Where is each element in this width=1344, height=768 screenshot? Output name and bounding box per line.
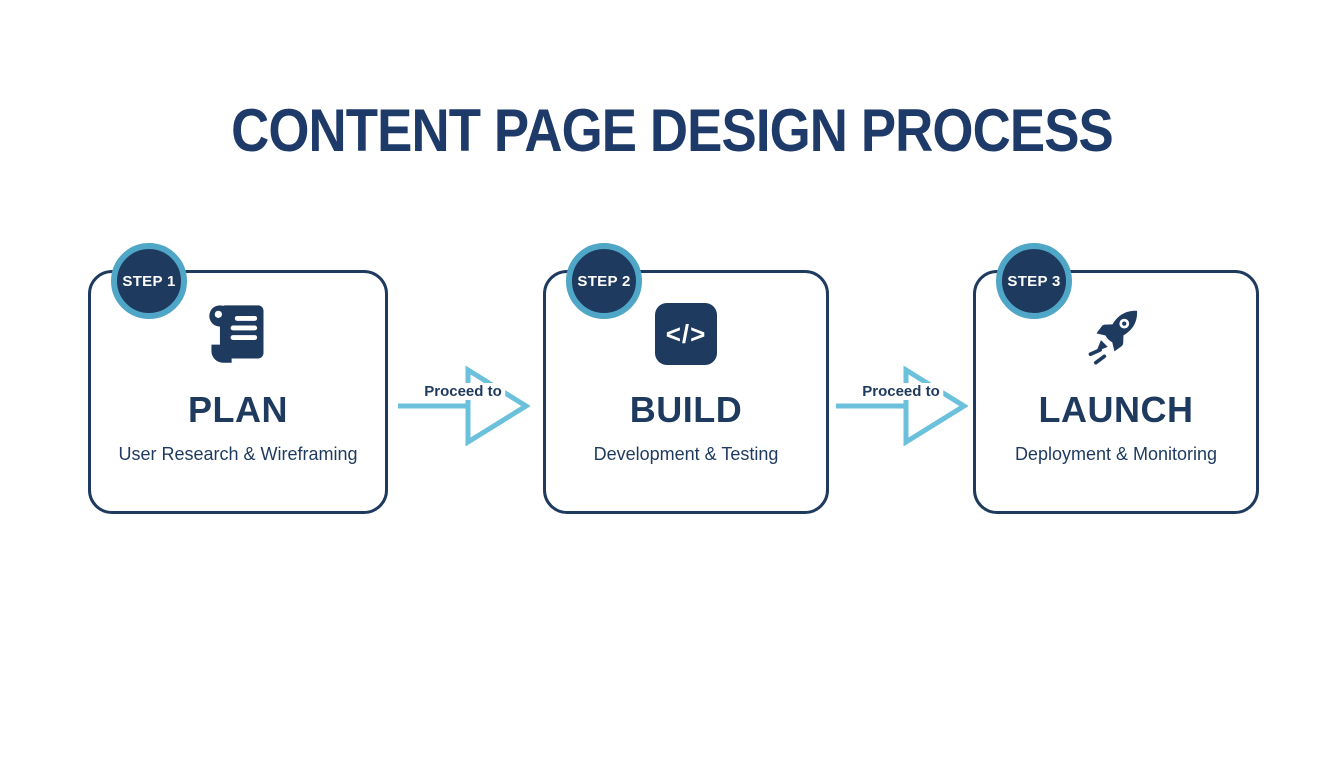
arrow-right-icon	[836, 365, 968, 446]
code-icon: </>	[652, 300, 720, 368]
step-card-build: STEP 2 </> BUILD Development & Testing	[543, 243, 829, 514]
step-3-title: LAUNCH	[1038, 389, 1194, 430]
connector-2-label: Proceed to	[859, 383, 943, 400]
step-2-subtitle: Development & Testing	[593, 444, 779, 464]
step-3-badge: STEP 3	[996, 243, 1072, 319]
rocket-icon	[1082, 300, 1150, 368]
step-1-title: PLAN	[188, 389, 288, 430]
step-1-badge-label: STEP 1	[122, 272, 176, 290]
code-icon-glyph: </>	[655, 303, 717, 365]
scroll-document-icon	[204, 300, 272, 368]
step-2-title: BUILD	[629, 389, 743, 430]
step-1-subtitle: User Research & Wireframing	[118, 444, 358, 464]
step-card-plan: STEP 1 PLAN User Research & Wireframing	[88, 243, 388, 514]
page-title: CONTENT PAGE DESIGN PROCESS	[231, 97, 1114, 164]
step-card-launch: STEP 3 LAUNCH Deployment & Monitoring	[973, 243, 1259, 514]
connector-arrow-1: Proceed to	[396, 360, 530, 446]
connector-1-label: Proceed to	[421, 383, 505, 400]
arrow-right-icon	[398, 365, 530, 446]
step-1-badge: STEP 1	[111, 243, 187, 319]
step-3-subtitle: Deployment & Monitoring	[1014, 444, 1218, 464]
step-3-badge-label: STEP 3	[1007, 272, 1061, 290]
step-2-badge: STEP 2	[566, 243, 642, 319]
step-2-badge-label: STEP 2	[577, 272, 631, 290]
connector-arrow-2: Proceed to	[834, 360, 968, 446]
